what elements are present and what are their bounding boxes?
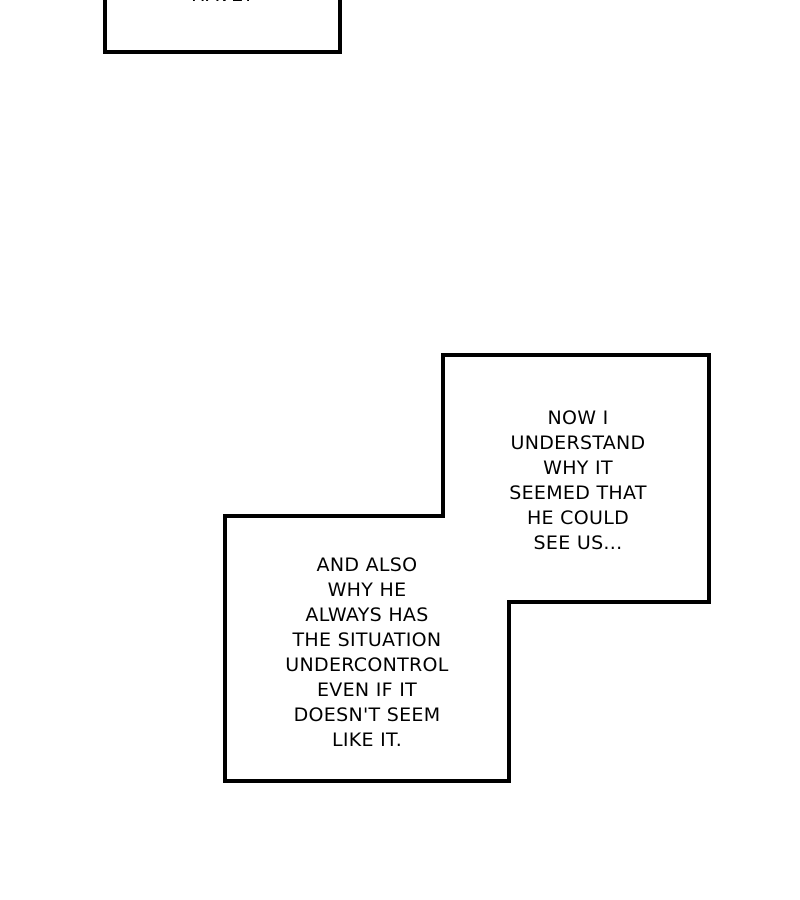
caption-left-text: AND ALSO WHY HE ALWAYS HAS THE SITUATION… [257, 553, 477, 753]
caption-line: SEE US... [533, 532, 623, 554]
caption-line: ALWAYS HAS [305, 604, 429, 626]
caption-line: DOESN'T SEEM [293, 704, 441, 726]
caption-line: HAVE? [103, 0, 342, 8]
caption-line: LIKE IT. [331, 729, 403, 751]
caption-right-text: NOW I UNDERSTAND WHY IT SEEMED THAT HE C… [478, 406, 678, 556]
caption-line: THE SITUATION [292, 629, 442, 651]
top-caption-text: HAVE? [103, 0, 342, 8]
top-caption-box [103, 0, 342, 54]
caption-line: WHY IT [543, 457, 613, 479]
caption-line: EVEN IF IT [316, 679, 418, 701]
caption-line: SEEMED THAT [509, 482, 647, 504]
caption-line: UNDERCONTROL [285, 654, 449, 676]
caption-line: HE COULD [526, 507, 630, 529]
caption-line: AND ALSO [316, 554, 418, 576]
caption-line: NOW I [547, 407, 609, 429]
caption-line: WHY HE [327, 579, 407, 601]
caption-line: UNDERSTAND [510, 432, 646, 454]
